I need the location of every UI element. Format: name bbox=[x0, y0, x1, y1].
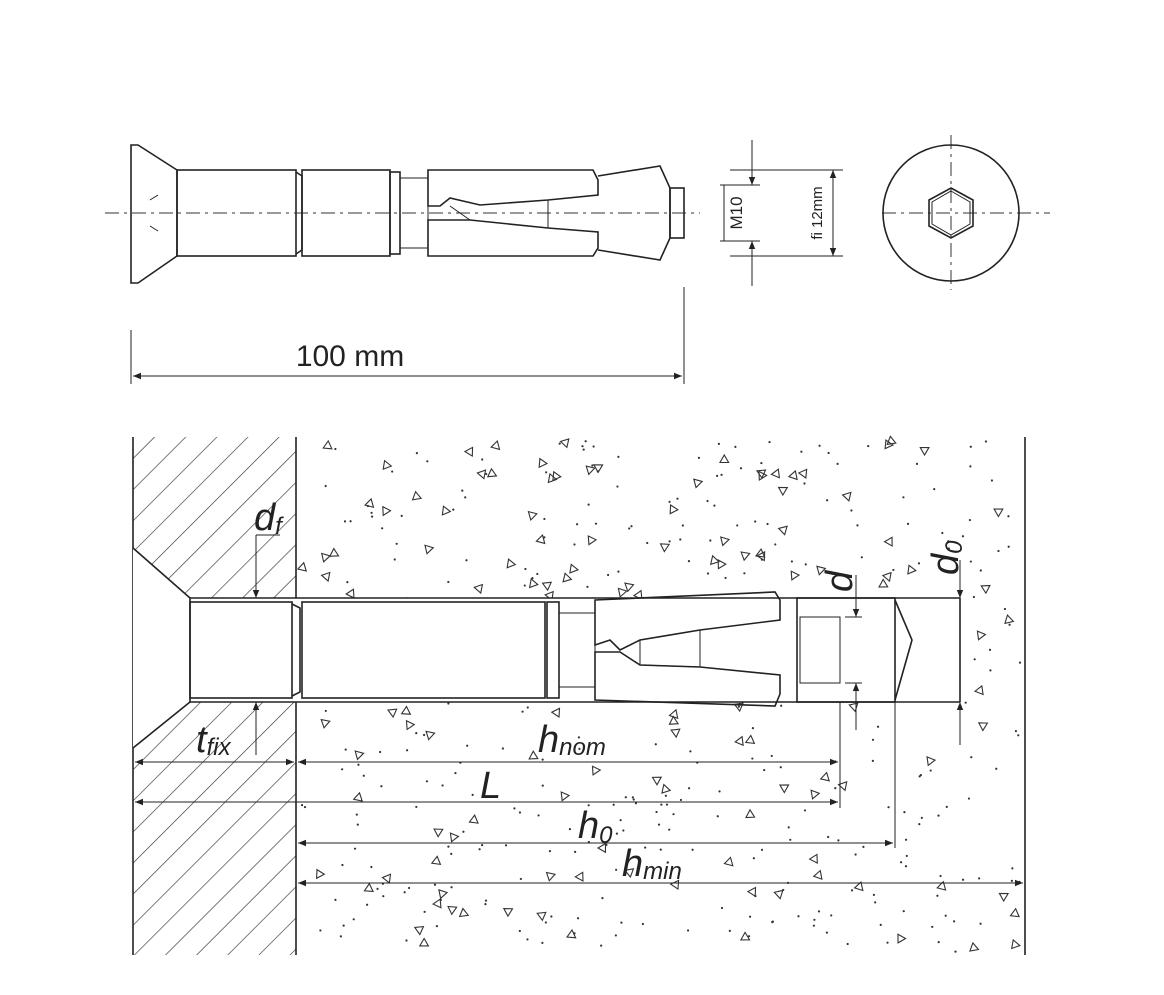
length-dimension: 100 mm bbox=[130, 287, 685, 384]
anchor-side-view bbox=[105, 144, 700, 284]
installation-section bbox=[132, 435, 1026, 955]
df-label: df bbox=[254, 497, 284, 540]
d0-label: d0 bbox=[925, 540, 968, 575]
L-label: L bbox=[480, 765, 501, 807]
thread-label: M10 bbox=[727, 196, 746, 229]
hnom-label: hnom bbox=[538, 719, 606, 761]
hmin-label: hmin bbox=[622, 843, 682, 885]
tfix-label: tfix bbox=[196, 719, 232, 761]
anchor-end-view bbox=[882, 135, 1050, 290]
h0-label: h0 bbox=[578, 805, 613, 849]
diameter-label: fi 12mm bbox=[809, 186, 826, 239]
thread-dimension: M10 bbox=[720, 140, 760, 286]
section-dimensions: df d d0 tfix hnom L h0 hmin bbox=[135, 497, 1023, 887]
length-label: 100 mm bbox=[296, 340, 404, 373]
diameter-dimension: fi 12mm bbox=[730, 169, 843, 257]
d-label: d bbox=[819, 569, 861, 592]
